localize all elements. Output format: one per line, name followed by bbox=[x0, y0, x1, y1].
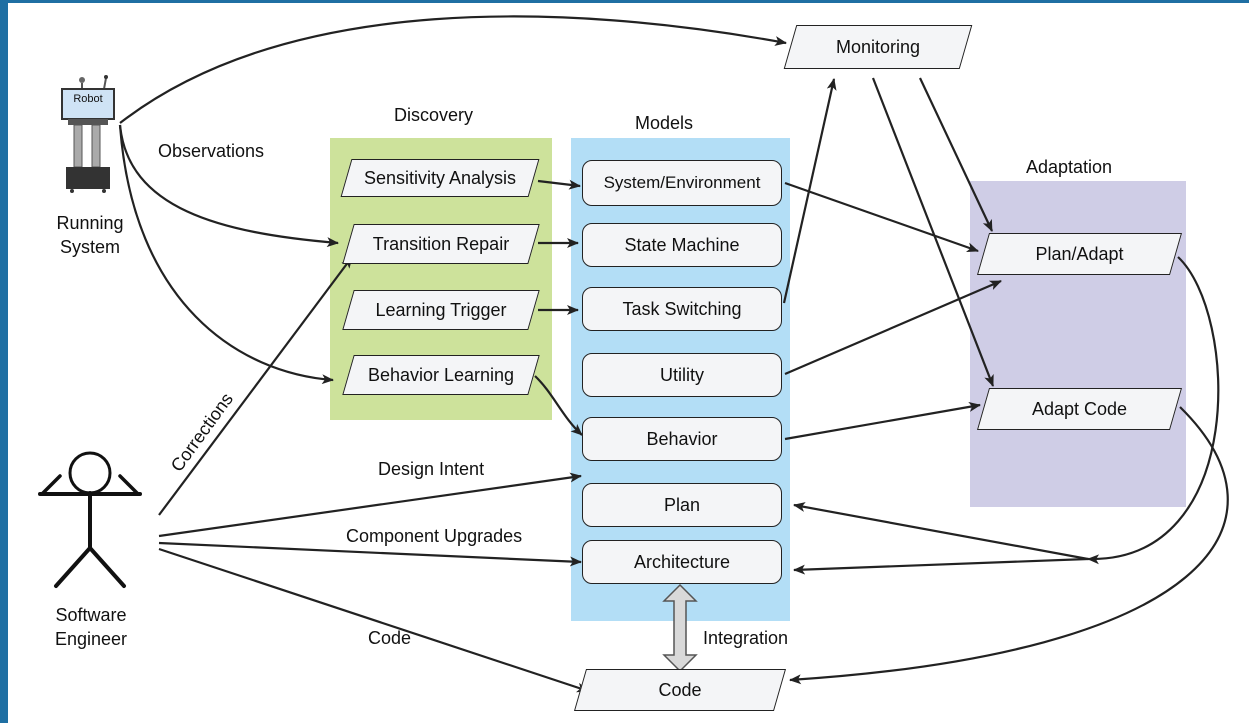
edge-system-planadapt bbox=[784, 181, 979, 253]
observations-label: Observations bbox=[158, 141, 265, 161]
adaptation-title: Adaptation bbox=[1026, 157, 1113, 177]
edge-planadapt-plan-architecture bbox=[1087, 256, 1220, 565]
robot-icon bbox=[61, 75, 115, 193]
edge-adaptcode-code bbox=[789, 406, 1229, 685]
node-utility: Utility bbox=[582, 353, 782, 397]
edge-engineer-design-intent bbox=[158, 472, 582, 538]
edge-sensitivity-system bbox=[537, 179, 581, 190]
edge-to-architecture bbox=[793, 557, 1089, 575]
edge-monitoring-adaptcode bbox=[871, 77, 995, 387]
node-code: Code bbox=[573, 669, 787, 711]
discovery-title: Discovery bbox=[394, 105, 474, 125]
node-sensitivity-analysis: Sensitivity Analysis bbox=[340, 159, 540, 197]
node-adapt-code: Adapt Code bbox=[976, 388, 1183, 430]
integration-label: Integration bbox=[703, 628, 789, 648]
node-transition-repair: Transition Repair bbox=[342, 224, 540, 264]
edge-robot-monitoring bbox=[119, 15, 787, 124]
node-plan: Plan bbox=[582, 483, 782, 527]
component-upgrades-label: Component Upgrades bbox=[346, 526, 523, 546]
node-behavior-learning: Behavior Learning bbox=[342, 355, 540, 395]
software-engineer-label: Software Engineer bbox=[54, 605, 128, 649]
node-architecture: Architecture bbox=[582, 540, 782, 584]
design-intent-label: Design Intent bbox=[378, 459, 485, 479]
edge-engineer-architecture bbox=[158, 541, 582, 567]
edge-robot-behavior-learning bbox=[118, 124, 334, 385]
robot-label: Robot bbox=[73, 93, 103, 105]
edge-engineer-transition-repair bbox=[158, 256, 353, 516]
models-title: Models bbox=[635, 113, 694, 133]
node-behavior: Behavior bbox=[582, 417, 782, 461]
running-system-label: Running System bbox=[56, 213, 124, 257]
edge-utility-planadapt bbox=[784, 279, 1002, 376]
edge-monitoring-planadapt bbox=[919, 77, 993, 232]
node-task-switching: Task Switching bbox=[582, 287, 782, 331]
node-system-environment: System/Environment bbox=[582, 160, 782, 206]
node-monitoring: Monitoring bbox=[783, 25, 973, 69]
node-state-machine: State Machine bbox=[582, 223, 782, 267]
software-engineer-figure bbox=[38, 451, 142, 588]
code-edge-label: Code bbox=[368, 628, 412, 648]
edge-engineer-code bbox=[158, 547, 589, 693]
node-learning-trigger: Learning Trigger bbox=[342, 290, 540, 330]
edge-to-plan bbox=[793, 502, 1089, 561]
node-plan-adapt: Plan/Adapt bbox=[976, 233, 1183, 275]
edge-robot-transition-repair bbox=[118, 124, 339, 248]
integration-double-arrow bbox=[662, 583, 698, 673]
connector-layer bbox=[38, 15, 1229, 693]
edge-behavior-adaptcode bbox=[784, 401, 981, 441]
edge-behaviorlearning-behavior bbox=[534, 375, 583, 436]
